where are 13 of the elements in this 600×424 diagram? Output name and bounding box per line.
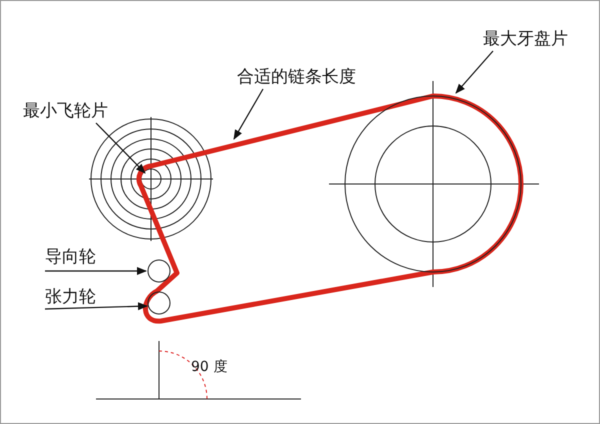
leader-arrow [44,302,148,310]
callout-label: 最大牙盘片 [483,29,568,49]
callout-label: 张力轮 [45,287,96,307]
leader-arrow [455,50,494,94]
callout-label: 合适的链条长度 [237,67,356,87]
leader-arrow [96,122,146,174]
callout-label: 导向轮 [45,247,96,267]
leader-arrow [45,267,147,275]
callout-label: 最小飞轮片 [23,101,108,121]
angle-label: 90 度 [191,358,228,377]
guide-pulley [148,260,170,282]
chain-loop [136,94,524,324]
leader-arrow [233,88,264,140]
